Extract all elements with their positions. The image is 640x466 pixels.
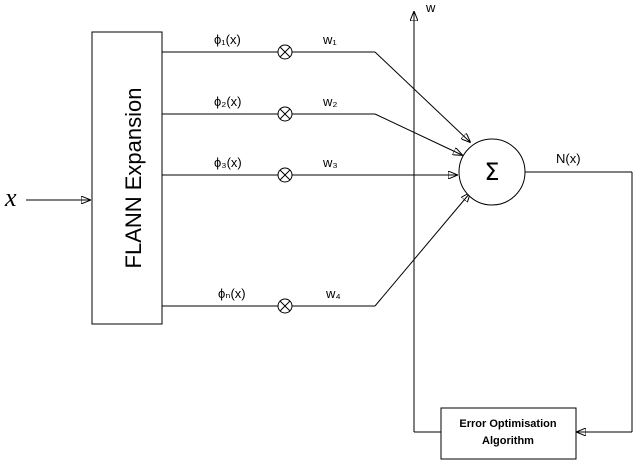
algorithm-label-line1: Error Optimisation [459,418,556,430]
weight-label: w₃ [322,155,338,170]
input-label: x [4,183,17,212]
multiplier-icon [277,106,293,122]
weight-update-label: w [425,0,436,15]
weight-label: w₄ [325,286,341,301]
flann-expansion-box [91,31,163,325]
phi-label: ϕ₃(x) [214,155,242,170]
weight-label: w₂ [322,94,337,109]
branch-3: ϕ₃(x) w₃ [162,155,457,183]
phi-label: ϕₙ(x) [218,286,246,301]
algorithm-label-line2: Algorithm [482,435,534,447]
branch-n: ϕₙ(x) w₄ [162,193,470,314]
phi-label: ϕ₁(x) [214,32,241,47]
phi-label: ϕ₂(x) [214,94,242,109]
multiplier-icon [277,298,293,314]
error-optimisation-box [440,407,577,460]
weight-label: w₁ [322,32,337,47]
branch-2: ϕ₂(x) w₂ [162,94,462,155]
multiplier-icon [277,167,293,183]
summation-symbol: Σ [484,158,499,186]
flann-expansion-label: FLANN Expansion [121,88,146,269]
branch-1: ϕ₁(x) w₁ [162,32,470,142]
multiplier-icon [277,44,293,60]
output-label: N(x) [556,151,581,166]
